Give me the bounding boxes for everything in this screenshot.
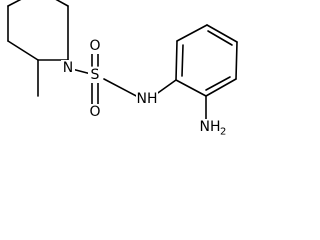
bond-c2-c3 [7, 40, 39, 61]
benzene-bond-3 [206, 24, 238, 43]
sulfur-bg [88, 67, 102, 83]
benzene-bond-6 [175, 79, 207, 97]
oxygen-bottom-label: O [89, 104, 100, 120]
amine-bg [196, 119, 226, 137]
oxygen-top-bg [88, 38, 102, 54]
amide-nh-bg [136, 91, 158, 107]
ring-nitrogen-label: N [63, 60, 73, 76]
benzene-double-2 [207, 30, 233, 46]
benzene-ring [175, 24, 238, 97]
benzene-double-3 [205, 76, 231, 91]
benzene-bond-2 [176, 24, 208, 42]
bond-c5-c6 [55, 0, 69, 7]
structure-diagram: N S O O NH NH 2 [7, 0, 238, 138]
sulfonyl-double-bonds [91, 52, 99, 105]
amide-nh-label: NH [137, 91, 158, 107]
benzene-bond-4 [235, 41, 238, 80]
amine-subscript: 2 [220, 127, 226, 138]
piperidine-ring [7, 0, 69, 97]
ring-nitrogen-bg [61, 60, 75, 76]
oxygen-bottom-bg [88, 104, 102, 120]
bond-c4-c5 [7, 0, 22, 7]
amine-label: NH [200, 119, 221, 135]
oxygen-top-label: O [89, 38, 100, 54]
benzene-bond-1 [175, 40, 178, 81]
benzene-double-1 [181, 44, 184, 77]
bond-s-nh [103, 78, 143, 100]
bond-nh-benzene [154, 79, 177, 96]
benzene-bond-5 [205, 78, 237, 97]
sulfur-label: S [91, 67, 100, 83]
